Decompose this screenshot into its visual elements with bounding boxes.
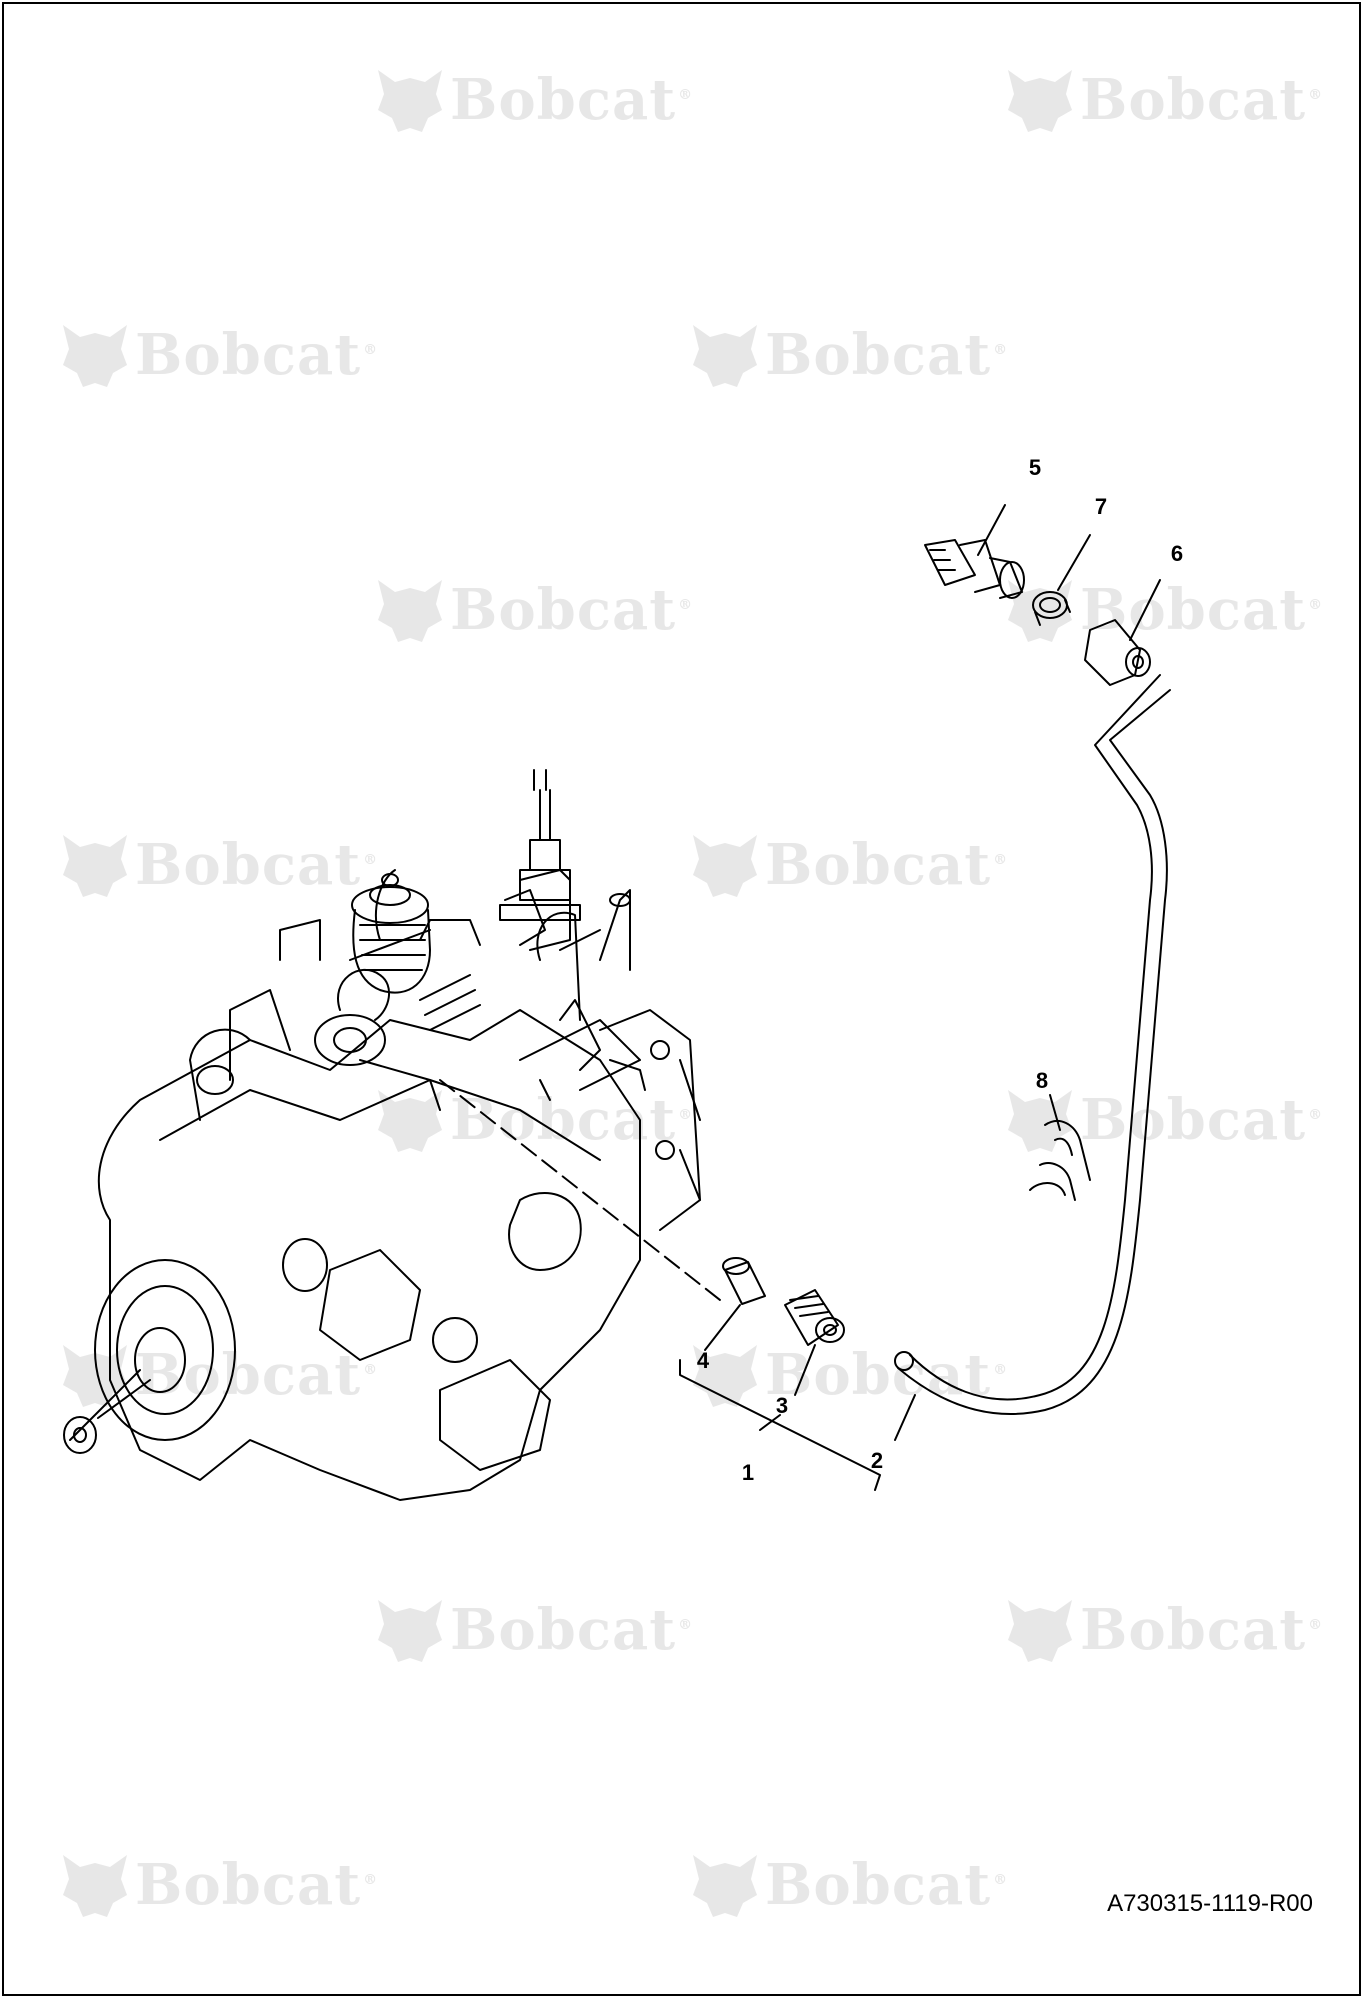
- watermark: Bobcat®: [685, 1845, 1008, 1925]
- watermark-brand-text: Bobcat®: [1080, 577, 1324, 643]
- callout-6: 6: [1170, 541, 1184, 566]
- bobcat-head-logo-icon: [693, 1345, 757, 1407]
- leader-line-2: [894, 1394, 916, 1441]
- leader-line-5: [977, 504, 1006, 556]
- watermark: Bobcat®: [55, 315, 378, 395]
- part-6-nut: [1084, 619, 1151, 686]
- bobcat-head-logo-icon: [378, 70, 442, 132]
- bobcat-head-logo-icon: [693, 835, 757, 897]
- watermark-registered-mark: ®: [678, 1617, 694, 1634]
- watermark-registered-mark: ®: [678, 87, 694, 104]
- callout-8: 8: [1035, 1068, 1049, 1093]
- leader-line-4: [704, 1304, 741, 1351]
- watermark: Bobcat®: [1000, 60, 1323, 140]
- watermark-brand-text: Bobcat®: [135, 1852, 379, 1918]
- watermark-brand-text: Bobcat®: [765, 1852, 1009, 1918]
- watermark-registered-mark: ®: [363, 342, 379, 359]
- watermark-registered-mark: ®: [1308, 597, 1324, 614]
- watermark-brand-text: Bobcat®: [135, 832, 379, 898]
- bobcat-head-logo-icon: [378, 1600, 442, 1662]
- watermark-registered-mark: ®: [993, 1872, 1009, 1889]
- watermark-registered-mark: ®: [993, 1362, 1009, 1379]
- part-3-fitting: [784, 1289, 845, 1346]
- watermark: Bobcat®: [1000, 1080, 1323, 1160]
- watermark-brand-text: Bobcat®: [135, 322, 379, 388]
- part-7-ring: [1032, 591, 1071, 626]
- bobcat-head-logo-icon: [378, 1090, 442, 1152]
- group-bracket-1: [679, 1359, 881, 1491]
- part-5-union: [924, 539, 1025, 599]
- callout-4: 4: [696, 1348, 710, 1373]
- bobcat-head-logo-icon: [693, 325, 757, 387]
- watermark-brand-text: Bobcat®: [450, 67, 694, 133]
- callout-1: 1: [741, 1460, 755, 1485]
- watermark-registered-mark: ®: [993, 852, 1009, 869]
- bobcat-head-logo-icon: [1008, 1090, 1072, 1152]
- leader-line-3: [794, 1344, 816, 1396]
- watermark-brand-text: Bobcat®: [765, 322, 1009, 388]
- watermark-brand-text: Bobcat®: [450, 577, 694, 643]
- bobcat-head-logo-icon: [1008, 70, 1072, 132]
- bobcat-head-logo-icon: [1008, 580, 1072, 642]
- watermark: Bobcat®: [370, 570, 693, 650]
- watermark: Bobcat®: [685, 315, 1008, 395]
- leader-line-7: [1057, 534, 1091, 591]
- callout-5: 5: [1028, 455, 1042, 480]
- alignment-line: [439, 1079, 721, 1301]
- bobcat-head-logo-icon: [378, 580, 442, 642]
- watermark-brand-text: Bobcat®: [765, 832, 1009, 898]
- watermark-brand-text: Bobcat®: [1080, 1597, 1324, 1663]
- leader-line-8: [1049, 1094, 1061, 1131]
- bobcat-head-logo-icon: [63, 325, 127, 387]
- bobcat-head-logo-icon: [63, 835, 127, 897]
- watermark-brand-text: Bobcat®: [135, 1342, 379, 1408]
- leader-line-1: [759, 1414, 781, 1431]
- watermark-registered-mark: ®: [363, 1362, 379, 1379]
- bobcat-head-logo-icon: [63, 1855, 127, 1917]
- watermark-brand-text: Bobcat®: [450, 1087, 694, 1153]
- watermark-registered-mark: ®: [1308, 1617, 1324, 1634]
- watermark: Bobcat®: [55, 825, 378, 905]
- part-2-fuel-line: [894, 674, 1171, 1415]
- watermark-brand-text: Bobcat®: [450, 1597, 694, 1663]
- watermark-brand-text: Bobcat®: [1080, 67, 1324, 133]
- bobcat-head-logo-icon: [1008, 1600, 1072, 1662]
- watermark: Bobcat®: [370, 1590, 693, 1670]
- watermark-registered-mark: ®: [678, 597, 694, 614]
- watermark-registered-mark: ®: [1308, 1107, 1324, 1124]
- watermark-registered-mark: ®: [363, 1872, 379, 1889]
- watermark-brand-text: Bobcat®: [1080, 1087, 1324, 1153]
- watermark-registered-mark: ®: [993, 342, 1009, 359]
- leader-line-6: [1129, 579, 1161, 641]
- bobcat-head-logo-icon: [693, 1855, 757, 1917]
- callout-3: 3: [775, 1393, 789, 1418]
- callout-7: 7: [1094, 494, 1108, 519]
- watermark: Bobcat®: [1000, 570, 1323, 650]
- injection-pump: [63, 769, 701, 1501]
- watermark: Bobcat®: [1000, 1590, 1323, 1670]
- watermark-registered-mark: ®: [678, 1107, 694, 1124]
- watermark: Bobcat®: [55, 1845, 378, 1925]
- drawing-id: A730315-1119-R00: [1107, 1890, 1313, 1917]
- watermark: Bobcat®: [370, 60, 693, 140]
- watermark-registered-mark: ®: [363, 852, 379, 869]
- part-8-clip: [1029, 1120, 1091, 1201]
- callout-2: 2: [870, 1448, 884, 1473]
- watermark: Bobcat®: [370, 1080, 693, 1160]
- watermark-registered-mark: ®: [1308, 87, 1324, 104]
- watermark: Bobcat®: [685, 825, 1008, 905]
- part-4-sleeve: [722, 1257, 766, 1305]
